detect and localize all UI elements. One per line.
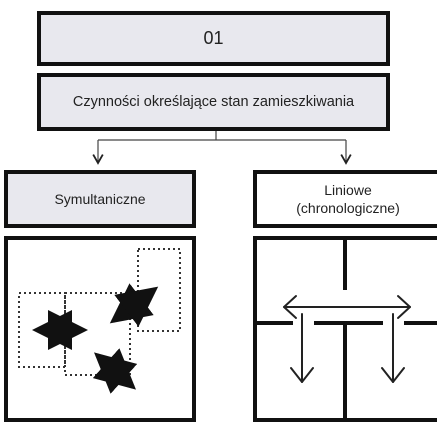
simultaneous-label: Symultaniczne <box>54 191 146 207</box>
simultaneous-diagram <box>18 248 181 394</box>
linear-label-line2: (chronologiczne) <box>296 200 400 216</box>
linear-box: Liniowe (chronologiczne) <box>253 170 437 228</box>
dotted-room-middle <box>64 292 131 376</box>
number-box: 01 <box>37 11 390 66</box>
arrow-down-left-head <box>290 367 314 383</box>
dotted-room-right <box>137 248 181 332</box>
linear-label-line1: Liniowe <box>324 182 372 198</box>
double-arrow-diagonal-down <box>92 348 138 394</box>
double-arrow-diagonal-up <box>109 283 159 327</box>
arrow-horizontal-left-head <box>283 295 297 319</box>
title-label: Czynności określające stan zamieszkiwani… <box>72 94 355 110</box>
connector-lines <box>92 131 352 165</box>
number-label: 01 <box>203 28 224 48</box>
linear-diagram <box>257 240 437 418</box>
simultaneous-box: Symultaniczne <box>4 170 196 228</box>
title-box: Czynności określające stan zamieszkiwani… <box>37 73 390 131</box>
arrow-down-right-head <box>381 367 405 383</box>
arrow-horizontal-right-head <box>397 295 411 319</box>
